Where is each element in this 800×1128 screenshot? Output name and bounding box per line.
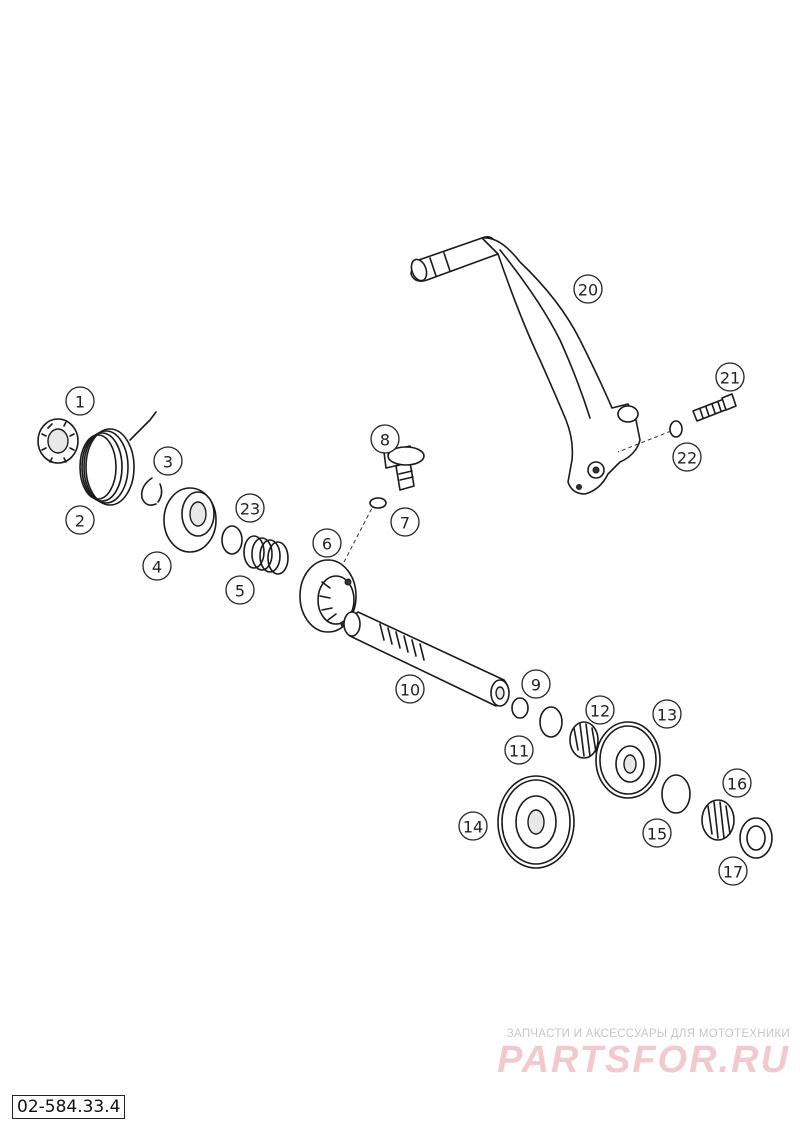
callout-number: 13 — [657, 706, 677, 725]
callout-number: 11 — [509, 742, 529, 761]
callout-5: 5 — [225, 575, 255, 605]
kick-spring-part — [79, 411, 157, 506]
callout-circle — [521, 669, 551, 699]
callout-6: 6 — [312, 528, 342, 558]
shaft-washer-part — [539, 706, 563, 738]
callout-number: 20 — [578, 281, 598, 300]
callout-number: 1 — [75, 393, 85, 412]
callout-number: 4 — [152, 558, 162, 577]
thin-ring-part — [221, 525, 243, 555]
callout-9: 9 — [521, 669, 551, 699]
callout-number: 5 — [235, 582, 245, 601]
callout-17: 17 — [718, 856, 748, 886]
gear-washer-part — [661, 774, 691, 814]
callout-1: 1 — [65, 386, 95, 416]
callout-number: 17 — [723, 863, 743, 882]
callout-circle — [642, 818, 672, 848]
bushing-part — [739, 817, 773, 859]
callout-number: 8 — [380, 431, 390, 450]
callout-circle — [504, 735, 534, 765]
callout-circle — [225, 575, 255, 605]
callout-21: 21 — [715, 362, 745, 392]
callout-14: 14 — [458, 811, 488, 841]
callout-circle — [153, 446, 183, 476]
shaft-ring-part — [511, 697, 529, 719]
callout-circle — [370, 424, 400, 454]
small-spring-part — [243, 535, 289, 575]
callout-number: 2 — [75, 512, 85, 531]
callout-number: 12 — [590, 702, 610, 721]
callout-13: 13 — [652, 699, 682, 729]
callout-circle — [390, 507, 420, 537]
callout-8: 8 — [370, 424, 400, 454]
callout-number: 10 — [400, 681, 420, 700]
callout-12: 12 — [585, 695, 615, 725]
callout-10: 10 — [395, 674, 425, 704]
callout-7: 7 — [390, 507, 420, 537]
ratchet-gear-part — [37, 418, 79, 464]
callout-number: 22 — [677, 449, 697, 468]
callout-circle — [715, 362, 745, 392]
callout-circle — [235, 493, 265, 523]
callout-4: 4 — [142, 551, 172, 581]
callout-number: 7 — [400, 514, 410, 533]
callout-number: 14 — [463, 818, 483, 837]
reference-code: 02-584.33.4 — [12, 1095, 126, 1119]
kick-lever-part — [410, 236, 641, 495]
watermark: ЗАПЧАСТИ И АКСЕССУАРЫ ДЛЯ МОТОТЕХНИКИ PA… — [470, 1028, 790, 1080]
kick-shaft-part — [343, 611, 510, 707]
callout-circle — [672, 442, 702, 472]
callout-number: 3 — [163, 453, 173, 472]
callout-circle — [458, 811, 488, 841]
callout-number: 6 — [322, 535, 332, 554]
callout-number: 21 — [720, 369, 740, 388]
callout-number: 15 — [647, 825, 667, 844]
callout-16: 16 — [722, 768, 752, 798]
callout-circle — [573, 274, 603, 304]
gear-bearing-part — [701, 799, 735, 841]
lever-bolt-part — [692, 393, 737, 422]
needle-bearing-part — [569, 721, 599, 759]
callout-15: 15 — [642, 818, 672, 848]
callout-11: 11 — [504, 735, 534, 765]
circlip-part — [140, 477, 163, 506]
callout-circle — [65, 505, 95, 535]
kick-ratchet-part — [299, 559, 357, 633]
watermark-tagline: ЗАПЧАСТИ И АКСЕССУАРЫ ДЛЯ МОТОТЕХНИКИ — [506, 1028, 790, 1040]
callout-circle — [718, 856, 748, 886]
callout-circle — [652, 699, 682, 729]
watermark-logo: PARTSFOR.RU — [497, 1039, 790, 1081]
callout-circle — [312, 528, 342, 558]
callout-2: 2 — [65, 505, 95, 535]
lever-washer-part — [669, 420, 683, 438]
callout-circle — [142, 551, 172, 581]
spring-guide-part — [163, 487, 217, 553]
callout-23: 23 — [235, 493, 265, 523]
callout-number: 23 — [240, 500, 260, 519]
callout-circle — [65, 386, 95, 416]
callout-number: 9 — [531, 676, 541, 695]
stop-washer-part — [369, 497, 387, 509]
idler-gear-part — [497, 775, 575, 869]
callout-3: 3 — [153, 446, 183, 476]
callout-circle — [585, 695, 615, 725]
callout-circle — [395, 674, 425, 704]
callout-circle — [722, 768, 752, 798]
callout-20: 20 — [573, 274, 603, 304]
callout-22: 22 — [672, 442, 702, 472]
kick-gear-part — [595, 721, 661, 799]
callout-number: 16 — [727, 775, 747, 794]
